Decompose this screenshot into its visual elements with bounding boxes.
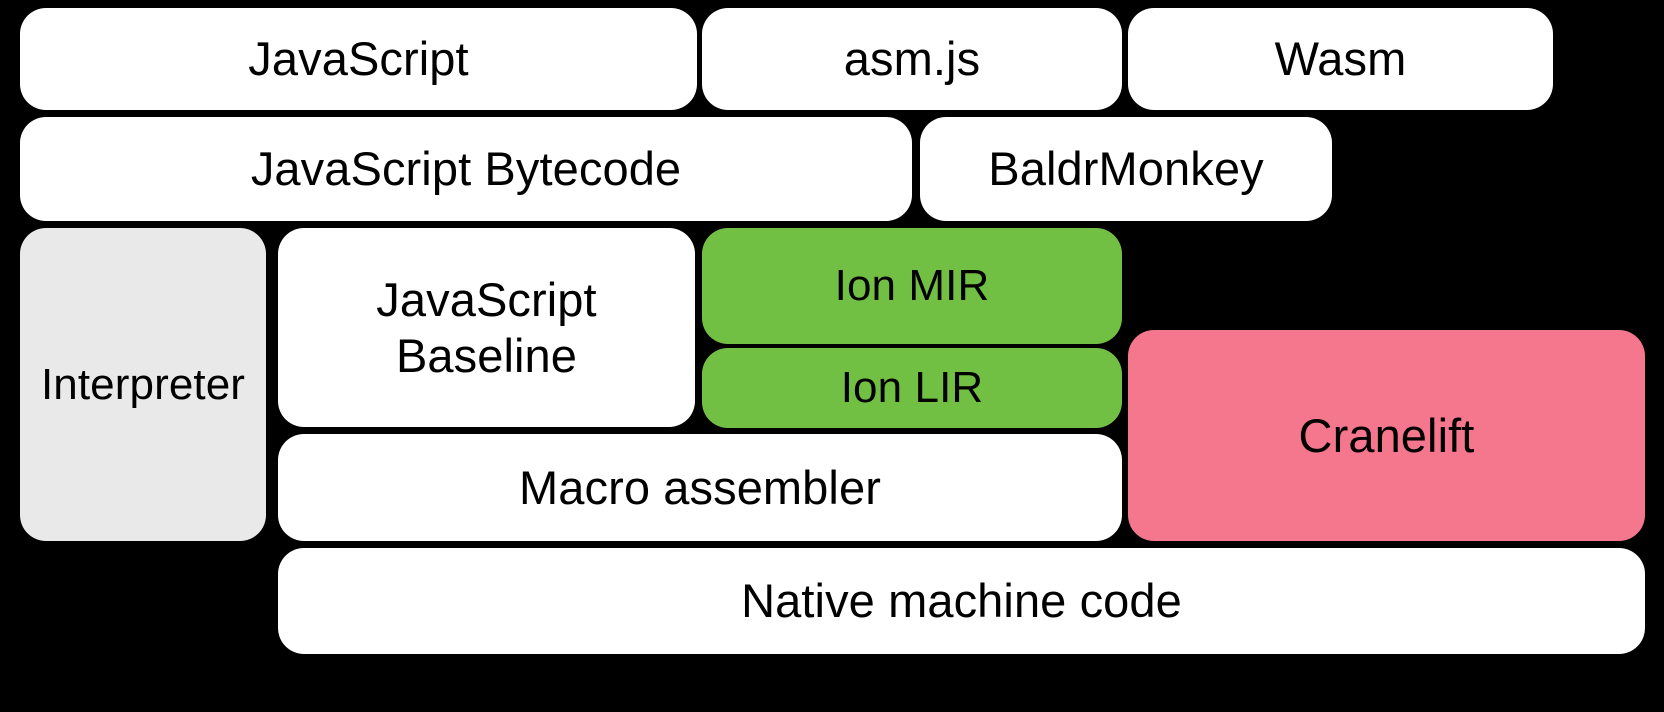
node-ion-mir: Ion MIR: [702, 228, 1122, 344]
node-wasm: Wasm: [1128, 8, 1553, 110]
node-interpreter: Interpreter: [20, 228, 266, 541]
node-javascript-bytecode: JavaScript Bytecode: [20, 117, 912, 221]
node-javascript: JavaScript: [20, 8, 697, 110]
node-asmjs: asm.js: [702, 8, 1122, 110]
node-macro-assembler: Macro assembler: [278, 434, 1122, 541]
node-ion-lir: Ion LIR: [702, 348, 1122, 428]
node-native-machine-code: Native machine code: [278, 548, 1645, 654]
node-cranelift: Cranelift: [1128, 330, 1645, 541]
node-baldrmonkey: BaldrMonkey: [920, 117, 1332, 221]
node-javascript-baseline: JavaScript Baseline: [278, 228, 695, 427]
